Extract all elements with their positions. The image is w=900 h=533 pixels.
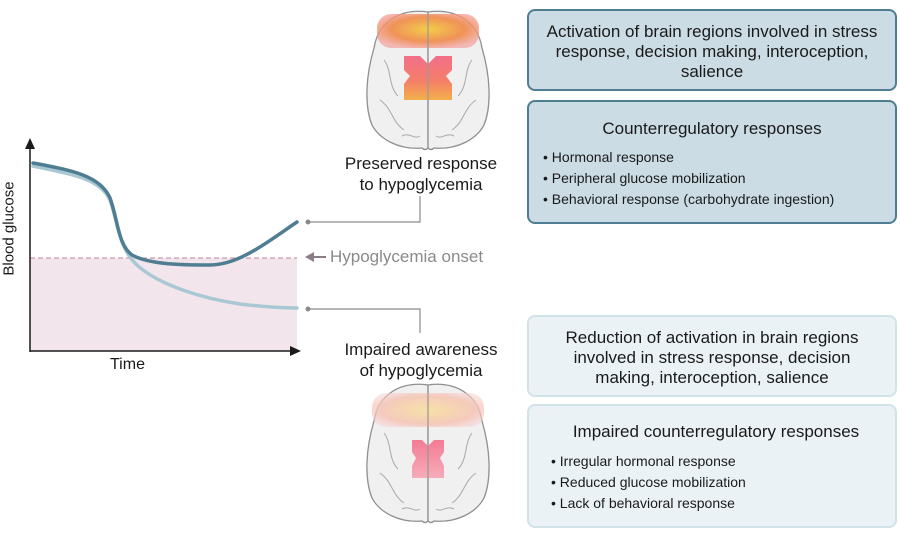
- reduced-activation-box: Reduction of activation in brain regions…: [527, 315, 897, 397]
- impaired-connector: [308, 308, 421, 333]
- impaired-label-line2: of hypoglycemia: [359, 361, 483, 380]
- hypoglycemia-onset-label: Hypoglycemia onset: [330, 247, 484, 266]
- impaired-counterregulatory-list: Irregular hormonal response Reduced gluc…: [551, 451, 881, 514]
- list-item: Irregular hormonal response: [551, 451, 881, 472]
- threshold-arrow-icon: [305, 252, 314, 262]
- impaired-label-line1: Impaired awareness: [344, 340, 498, 359]
- brain-activation-text: Activation of brain regions involved in …: [546, 22, 878, 81]
- y-axis-label: Blood glucose: [0, 181, 18, 276]
- counterregulatory-box: Counterregulatory responses Hormonal res…: [527, 100, 897, 224]
- list-item: Hormonal response: [543, 147, 881, 168]
- impaired-counterregulatory-box: Impaired counterregulatory responses Irr…: [527, 404, 897, 528]
- preserved-connector: [308, 196, 421, 223]
- list-item: Behavioral response (carbohydrate ingest…: [543, 189, 881, 210]
- x-axis-label: Time: [110, 356, 145, 373]
- brain-preserved-icon: [366, 10, 490, 151]
- counterregulatory-list: Hormonal response Peripheral glucose mob…: [543, 147, 881, 210]
- preserved-response-label: Preserved response to hypoglycemia: [328, 153, 514, 195]
- list-item: Lack of behavioral response: [551, 493, 881, 514]
- list-item: Reduced glucose mobilization: [551, 472, 881, 493]
- impaired-awareness-label: Impaired awareness of hypoglycemia: [328, 339, 514, 381]
- y-axis-arrow-icon: [25, 138, 35, 149]
- reduced-activation-text: Reduction of activation in brain regions…: [565, 328, 859, 387]
- preserved-label-line2: to hypoglycemia: [359, 175, 483, 194]
- preserved-label-line1: Preserved response: [344, 154, 498, 173]
- x-axis-arrow-icon: [290, 346, 301, 356]
- impaired-glucose-curve: [31, 164, 299, 310]
- impaired-counterregulatory-title: Impaired counterregulatory responses: [572, 422, 860, 441]
- counterregulatory-title: Counterregulatory responses: [602, 119, 822, 138]
- brain-impaired-icon: [366, 383, 490, 524]
- brain-activation-box: Activation of brain regions involved in …: [527, 9, 897, 91]
- list-item: Peripheral glucose mobilization: [543, 168, 881, 189]
- preserved-glucose-curve: [31, 161, 299, 267]
